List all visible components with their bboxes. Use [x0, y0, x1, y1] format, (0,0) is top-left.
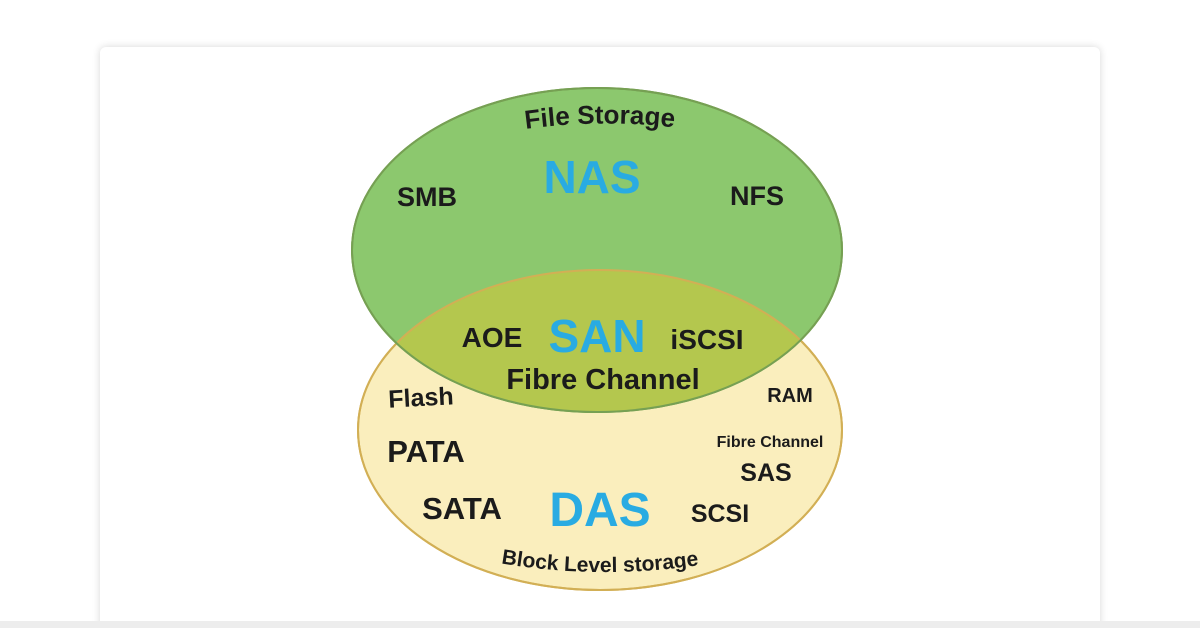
aoe-label: AOE: [462, 322, 523, 353]
das-ellipse-outline: [357, 269, 843, 591]
bottom-edge-strip: [0, 621, 1200, 628]
ram-label: RAM: [767, 385, 813, 407]
iscsi-label: iSCSI: [670, 324, 743, 355]
smb-label: SMB: [397, 182, 457, 212]
nas-ellipse-outline: [351, 87, 843, 413]
nfs-label: NFS: [730, 181, 784, 211]
nas-title: NAS: [543, 151, 640, 203]
das-title: DAS: [549, 484, 650, 537]
fibre-channel-overlap-label: Fibre Channel: [506, 364, 699, 396]
diagram-card: File Storage Block Level storage NAS SMB…: [100, 47, 1100, 628]
flash-label: Flash: [388, 382, 455, 413]
file-storage-arc-label: File Storage: [523, 99, 677, 134]
pata-label: PATA: [387, 434, 465, 469]
sata-label: SATA: [422, 491, 502, 526]
scsi-label: SCSI: [691, 500, 749, 528]
fibre-channel-das-label: Fibre Channel: [717, 434, 824, 451]
storage-venn-diagram: File Storage Block Level storage NAS SMB…: [351, 87, 843, 591]
san-title: SAN: [548, 310, 645, 362]
san-overlap-region: [358, 270, 842, 412]
sas-label: SAS: [740, 459, 791, 487]
